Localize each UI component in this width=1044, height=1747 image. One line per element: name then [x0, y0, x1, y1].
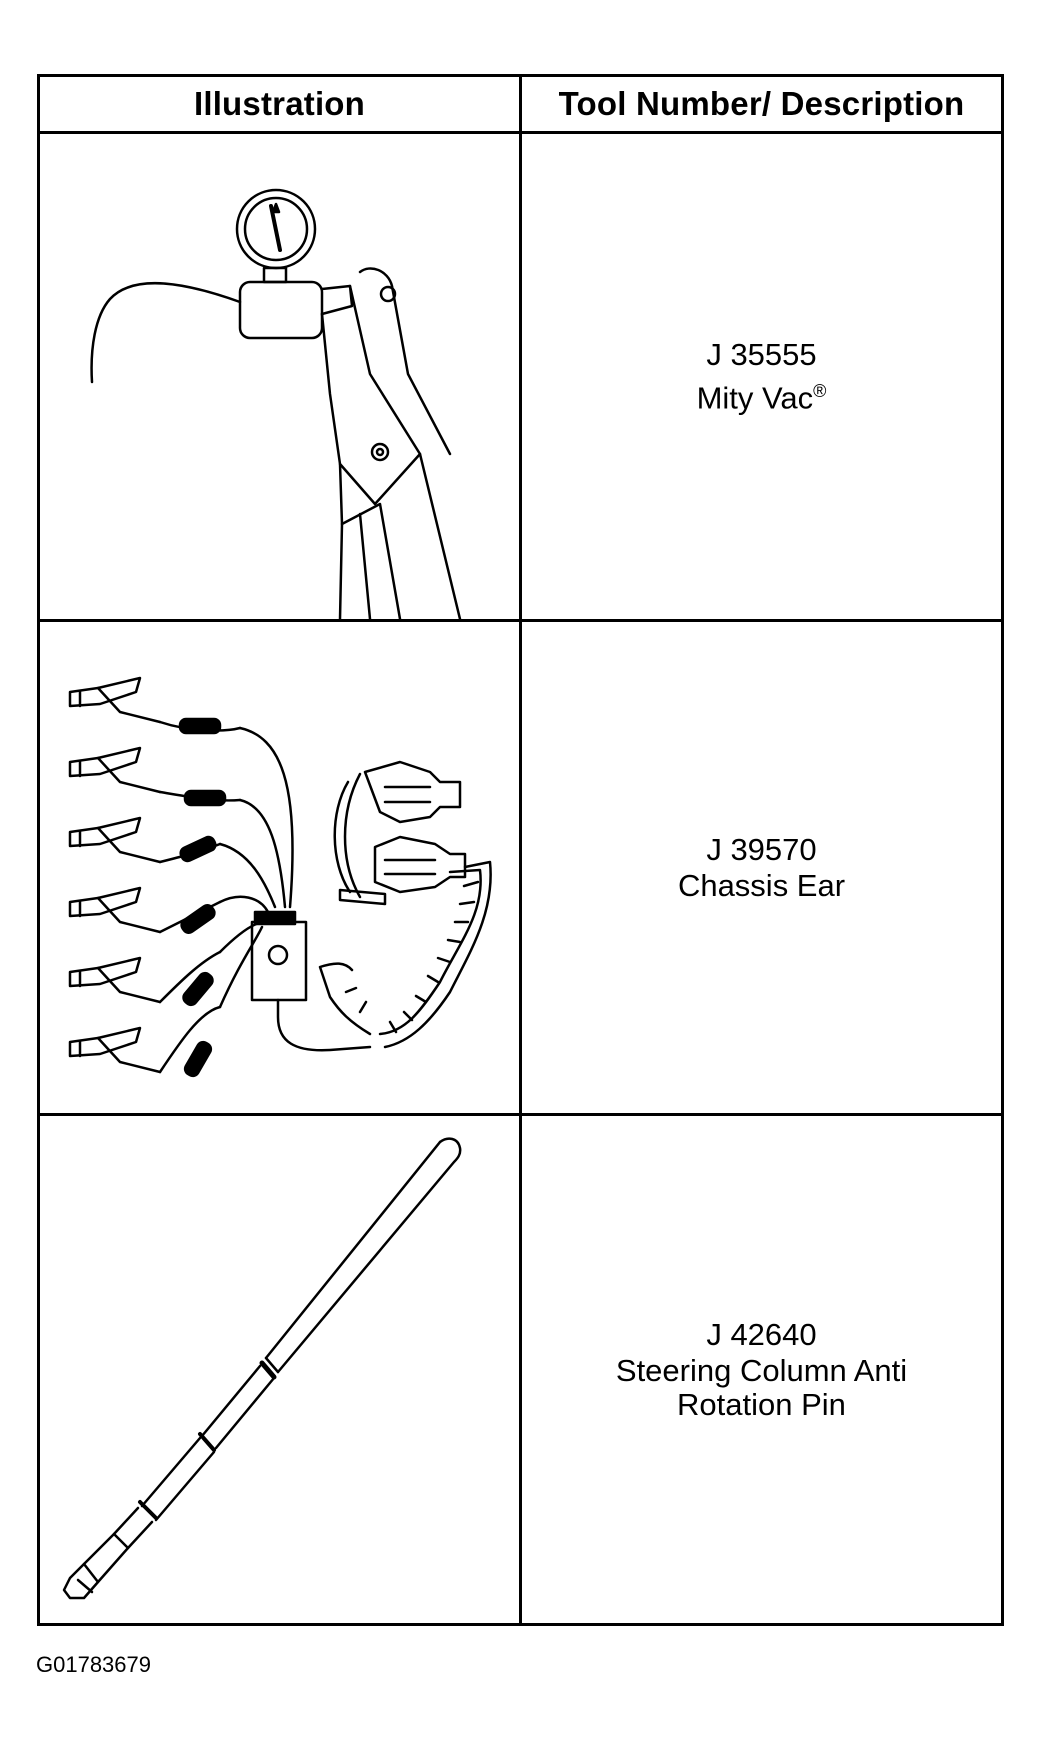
row-divider — [40, 131, 1001, 134]
tool-number: J 42640 — [706, 1316, 817, 1352]
tool-description: Chassis Ear — [677, 867, 846, 903]
figure-id: G01783679 — [36, 1652, 151, 1677]
tool-number: J 39570 — [706, 831, 817, 867]
column-divider — [519, 77, 522, 1623]
tool-table: Illustration Tool Number/ Description J … — [37, 74, 1004, 1626]
anti-rotation-pin-icon — [40, 1116, 519, 1623]
row-divider — [40, 619, 1001, 622]
tool-description-cell: J 39570 Chassis Ear — [522, 622, 1001, 1113]
chassis-ear-icon — [40, 622, 519, 1113]
tool-description-line-1: Steering Column Anti — [615, 1352, 908, 1388]
header-illustration: Illustration — [193, 85, 366, 122]
row-divider — [40, 1113, 1001, 1116]
tool-number: J 35555 — [706, 336, 817, 372]
vacuum-pump-icon — [40, 134, 519, 619]
header-description: Tool Number/ Description — [558, 85, 965, 122]
tool-description: Mity Vac® — [696, 380, 827, 416]
tool-description-cell: J 35555 Mity Vac® — [522, 134, 1001, 619]
tool-description-line-2: Rotation Pin — [677, 1386, 846, 1422]
tool-description-cell: J 42640 Steering Column Anti Rotation Pi… — [522, 1116, 1001, 1623]
